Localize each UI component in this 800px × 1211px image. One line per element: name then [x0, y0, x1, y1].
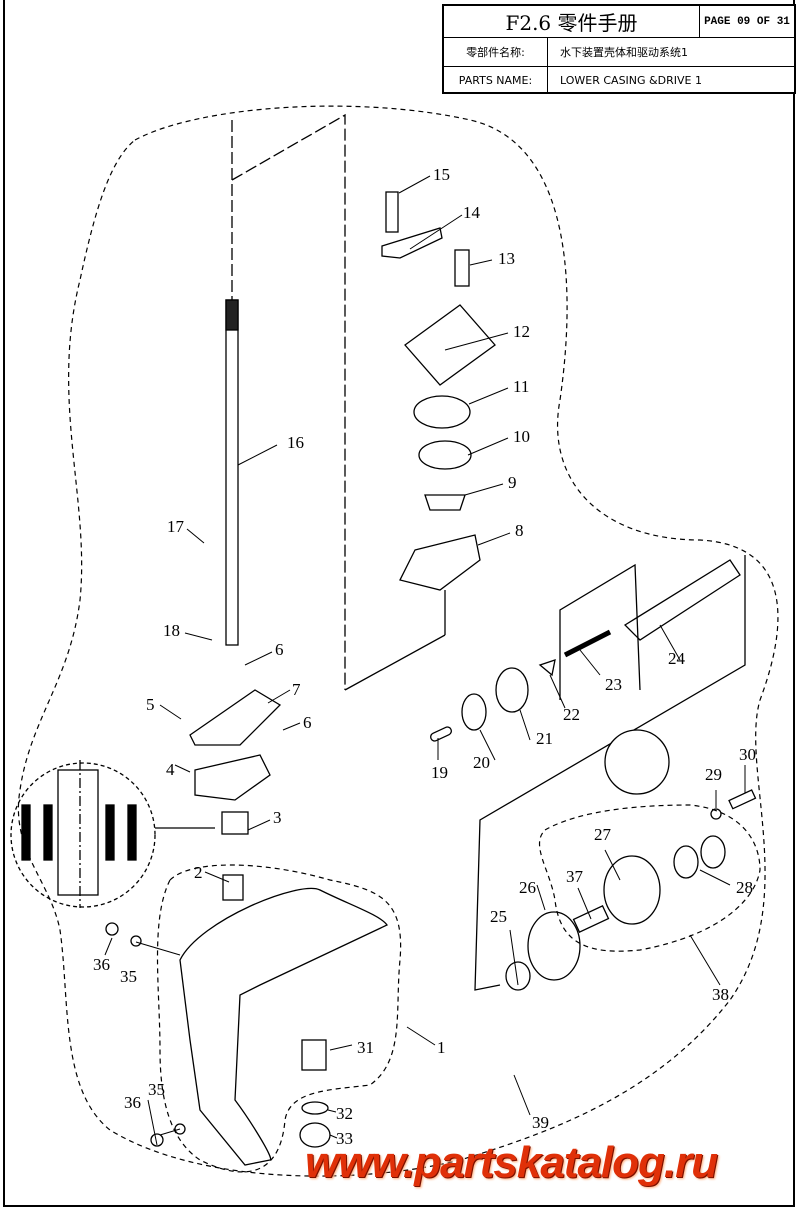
callout-9: 9 — [508, 473, 517, 492]
seal-25 — [505, 961, 531, 991]
bolt-15 — [385, 191, 399, 233]
callout-31: 31 — [357, 1038, 374, 1057]
gear-21 — [495, 667, 529, 713]
lower-casing-1 — [179, 887, 388, 1166]
parts-name-en-label: PARTS NAME: — [444, 66, 548, 94]
callout-6b: 6 — [303, 713, 312, 732]
washer-35b — [174, 1123, 186, 1135]
bushing-31 — [301, 1039, 327, 1071]
callout-38: 38 — [712, 985, 729, 1004]
drawing-frame — [3, 0, 795, 1207]
callout-16: 16 — [287, 433, 304, 452]
page-number: PAGE 09 OF 31 — [704, 15, 790, 28]
bolt-30 — [728, 789, 757, 810]
spring-23 — [563, 629, 612, 658]
casing-boundary-1 — [156, 864, 402, 1173]
callout-10: 10 — [513, 427, 530, 446]
callout-35a: 35 — [120, 967, 137, 986]
callout-17: 17 — [167, 517, 185, 536]
callout-7: 7 — [292, 680, 301, 699]
callout-18: 18 — [163, 621, 180, 640]
callout-27: 27 — [594, 825, 612, 844]
callout-19: 19 — [431, 763, 448, 782]
manual-title: F2.6 零件手册 — [444, 6, 700, 37]
callout-30: 30 — [739, 745, 756, 764]
callout-5: 5 — [146, 695, 155, 714]
washer-29 — [710, 808, 722, 820]
callout-21: 21 — [536, 729, 553, 748]
bearing-20 — [461, 693, 487, 731]
leader-lines — [104, 175, 746, 1146]
callout-26: 26 — [519, 878, 536, 897]
parts-name-cn-label: 零部件名称: — [444, 37, 548, 66]
impeller-9 — [424, 494, 466, 511]
callout-8: 8 — [515, 521, 524, 540]
watermark: www.partskatalog.ru — [305, 1138, 718, 1187]
washer-32 — [301, 1101, 329, 1115]
callout-39: 39 — [532, 1113, 549, 1132]
callout-29: 29 — [705, 765, 722, 784]
callout-4: 4 — [166, 760, 175, 779]
tube-13 — [454, 249, 470, 287]
detail-circle-2 — [604, 729, 670, 795]
housing-boundary-38 — [539, 804, 761, 952]
callout-labels: 15 14 13 12 11 10 9 8 16 17 18 6 7 5 6 4… — [93, 165, 756, 1148]
clutch-22 — [538, 659, 556, 677]
callout-20: 20 — [473, 753, 490, 772]
callout-24: 24 — [668, 649, 686, 668]
callout-2: 2 — [194, 863, 203, 882]
assembly-boundary-39 — [17, 105, 779, 1177]
detail-circle — [10, 762, 156, 908]
callout-1: 1 — [437, 1038, 446, 1057]
title-block: F2.6 零件手册 PAGE 09 OF 31 零部件名称: 水下装置壳体和驱动… — [442, 4, 796, 94]
callout-33: 33 — [336, 1129, 353, 1148]
insert-10 — [418, 440, 472, 470]
callout-12: 12 — [513, 322, 530, 341]
callout-3: 3 — [273, 808, 282, 827]
bolt-36a — [105, 922, 119, 936]
prop-shaft-24 — [623, 559, 741, 641]
o-ring-26 — [527, 911, 581, 981]
plate-7 — [189, 689, 282, 746]
callout-36a: 36 — [93, 955, 110, 974]
bearing-28a — [673, 845, 699, 879]
detail-shaft — [57, 769, 99, 896]
parts-name-en-value: LOWER CASING &DRIVE 1 — [560, 73, 702, 87]
callout-6a: 6 — [275, 640, 284, 659]
washer-35a — [130, 935, 142, 947]
housing-27 — [603, 855, 661, 925]
plate-8 — [399, 534, 481, 591]
bearing-3 — [221, 811, 249, 835]
plate-14 — [381, 227, 443, 259]
callout-13: 13 — [498, 249, 515, 268]
drive-shaft-16 — [225, 299, 239, 646]
pin-19 — [430, 726, 452, 742]
callout-25: 25 — [490, 907, 507, 926]
callout-11: 11 — [513, 377, 529, 396]
callout-22: 22 — [563, 705, 580, 724]
callout-37: 37 — [566, 867, 584, 886]
callout-14: 14 — [463, 203, 481, 222]
callout-32: 32 — [336, 1104, 353, 1123]
callout-23: 23 — [605, 675, 622, 694]
bearing-28b — [700, 835, 726, 869]
seal-ring-11 — [413, 395, 471, 429]
bolt-36b — [150, 1133, 164, 1147]
callout-15: 15 — [433, 165, 450, 184]
callout-35b: 35 — [148, 1080, 165, 1099]
pump-housing-12 — [404, 304, 496, 386]
callout-36b: 36 — [124, 1093, 141, 1112]
callout-28: 28 — [736, 878, 753, 897]
collar-2 — [222, 874, 244, 901]
gasket-4 — [194, 754, 271, 801]
parts-name-cn-value: 水下装置壳体和驱动系统1 — [560, 45, 688, 59]
